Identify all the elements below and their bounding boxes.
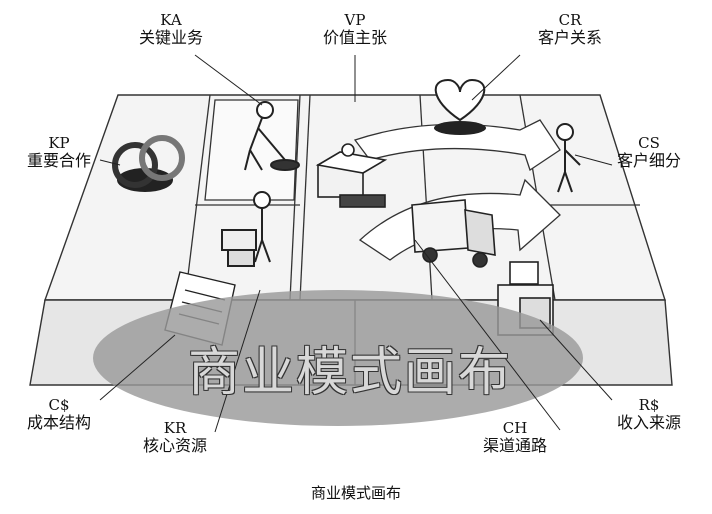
label-cs: CS 客户细分 <box>594 134 704 171</box>
label-ka-name: 关键业务 <box>138 28 203 48</box>
label-kr-name: 核心资源 <box>142 436 207 456</box>
label-kp-name: 重要合作 <box>26 151 91 171</box>
label-ka: KA 关键业务 <box>116 11 226 48</box>
person-workbench-icon <box>221 191 271 267</box>
overlay-title: 商业模式画布 <box>187 343 512 403</box>
label-ch: CH 渠道通路 <box>460 419 570 456</box>
divider <box>299 94 311 301</box>
label-kp: KP 重要合作 <box>4 134 114 171</box>
label-vp: VP 价值主张 <box>300 11 410 48</box>
cr-arrow <box>353 119 561 172</box>
gift-cart-icon <box>315 143 388 208</box>
leader-lines <box>99 54 613 433</box>
label-kr-code: KR <box>163 419 187 437</box>
label-ch-code: CH <box>502 419 528 437</box>
label-cr: CR 客户关系 <box>515 11 625 48</box>
rings-icon <box>112 135 185 192</box>
label-ka-code: KA <box>160 11 182 29</box>
divider <box>184 94 211 301</box>
label-cr-code: CR <box>558 11 582 29</box>
ka-block <box>204 99 299 201</box>
label-rev: R$ 收入来源 <box>594 396 704 433</box>
highlight-ellipse <box>93 290 583 426</box>
label-vp-name: 价值主张 <box>322 28 387 48</box>
label-kr: KR 核心资源 <box>120 419 230 456</box>
heart-icon <box>434 78 486 135</box>
label-ch-name: 渠道通路 <box>482 436 547 456</box>
label-kp-code: KP <box>48 134 70 152</box>
label-cost-name: 成本结构 <box>26 413 91 433</box>
label-cs-name: 客户细分 <box>616 151 681 171</box>
worker-icon <box>244 101 300 171</box>
label-cs-code: CS <box>638 134 660 152</box>
customer-icon <box>556 123 581 193</box>
label-cost-code: C$ <box>48 396 70 414</box>
label-rev-code: R$ <box>638 396 660 414</box>
label-cr-name: 客户关系 <box>537 28 602 48</box>
label-rev-name: 收入来源 <box>616 413 681 433</box>
truck-icon <box>411 199 496 268</box>
label-vp-code: VP <box>344 11 366 29</box>
label-cost: C$ 成本结构 <box>4 396 114 433</box>
figure-caption: 商业模式画布 <box>310 484 401 502</box>
divider <box>289 94 301 301</box>
